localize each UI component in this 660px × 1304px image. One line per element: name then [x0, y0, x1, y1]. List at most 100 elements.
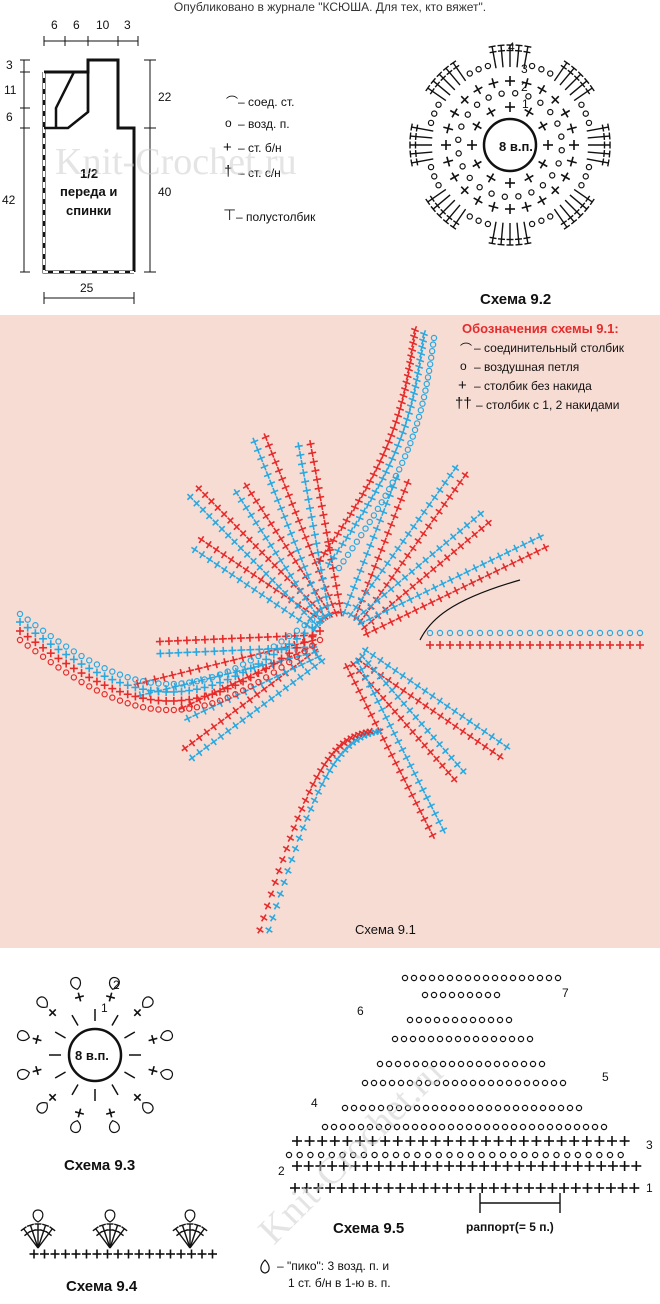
chain-stitch: [193, 704, 201, 711]
single-crochet: [505, 102, 515, 112]
double-crochet-top: [436, 71, 443, 78]
picot: [160, 1068, 174, 1080]
chain-stitch: [93, 661, 101, 668]
single-crochet: [457, 542, 465, 550]
single-crochet: [524, 107, 534, 117]
single-crochet: [428, 692, 437, 700]
single-crochet: [559, 1183, 570, 1193]
single-crochet: [458, 712, 466, 721]
chain-stitch: [376, 1060, 384, 1068]
chain-stitch: [262, 674, 270, 681]
single-crochet: [148, 1065, 158, 1076]
single-crochet: [388, 686, 396, 694]
single-crochet: [254, 669, 263, 678]
double-crochet: [101, 1224, 111, 1249]
single-crochet: [419, 602, 428, 611]
single-crochet: [473, 84, 483, 95]
double-crochet-top: [26, 1223, 34, 1227]
single-crochet: [169, 696, 178, 705]
legend-ch-symbol: o: [225, 116, 232, 130]
single-crochet: [317, 566, 326, 575]
single-crochet: [418, 785, 427, 794]
chain-stitch: [55, 664, 62, 671]
single-crochet: [133, 1008, 142, 1017]
chain-stitch: [209, 674, 216, 681]
double-crochet-bar: [446, 214, 453, 221]
single-crochet: [275, 689, 283, 697]
single-crochet: [415, 735, 423, 743]
chain-stitch: [466, 70, 473, 77]
center-label-9-2: 8 в.п.: [499, 139, 533, 154]
dim-top-4: 3: [124, 18, 131, 32]
single-crochet: [208, 497, 215, 505]
chain-stitch: [403, 1151, 410, 1159]
single-crochet: [449, 172, 460, 182]
single-crochet: [301, 1183, 312, 1193]
single-crochet: [366, 727, 374, 736]
chain-stitch: [422, 1104, 430, 1112]
single-crochet: [311, 648, 320, 657]
double-crochet-bar: [585, 87, 591, 95]
single-crochet: [191, 635, 200, 645]
chain-stitch: [582, 173, 589, 180]
legend-9-1-slst: – соединительный столбик: [474, 341, 625, 355]
single-crochet: [586, 641, 594, 649]
chain-stitch: [455, 136, 462, 144]
single-crochet: [290, 824, 298, 832]
single-crochet: [493, 1136, 504, 1146]
single-crochet: [350, 503, 359, 512]
single-crochet: [421, 741, 429, 749]
chain-stitch: [472, 1035, 480, 1043]
chain-stitch: [86, 683, 93, 690]
single-crochet: [444, 590, 452, 599]
single-crochet: [416, 577, 424, 585]
single-crochet: [401, 421, 410, 431]
single-crochet: [297, 554, 306, 563]
single-crochet: [277, 645, 286, 654]
single-crochet: [503, 548, 512, 557]
single-crochet: [581, 1136, 592, 1146]
chain-stitch: [425, 367, 433, 375]
single-crochet: [422, 556, 430, 564]
double-crochet-bar: [45, 1230, 52, 1237]
single-crochet: [451, 707, 459, 716]
single-crochet: [315, 1161, 326, 1171]
scheme-9-3-diagram: [16, 976, 174, 1134]
chain-stitch: [475, 217, 482, 224]
single-crochet: [631, 1161, 642, 1171]
single-crochet: [368, 581, 376, 589]
single-crochet: [543, 140, 553, 150]
single-crochet: [410, 769, 419, 778]
single-crochet: [408, 345, 417, 354]
chain-stitch: [616, 629, 624, 637]
chain-stitch: [255, 652, 262, 660]
single-crochet: [282, 684, 290, 692]
single-crochet: [401, 573, 409, 582]
single-crochet: [361, 646, 370, 655]
chain-stitch: [466, 1060, 474, 1068]
chain-stitch: [415, 1016, 423, 1024]
pattern-label-1: 1/2: [80, 166, 99, 181]
chain-stitch: [554, 974, 562, 982]
chain-stitch: [429, 1123, 437, 1131]
single-crochet: [500, 1183, 511, 1193]
single-crochet: [297, 660, 306, 669]
single-crochet: [265, 926, 273, 934]
single-crochet: [384, 661, 392, 670]
single-crochet: [418, 720, 426, 728]
single-crochet: [336, 1183, 347, 1193]
single-crochet: [258, 591, 266, 599]
chain-stitch: [482, 974, 490, 982]
half-double-crochet: [124, 1071, 136, 1079]
chain-stitch: [301, 648, 308, 655]
chain-stitch: [379, 1079, 387, 1087]
single-crochet: [371, 625, 379, 634]
chain-stitch: [47, 632, 54, 640]
single-crochet: [74, 992, 85, 1002]
single-crochet: [231, 681, 240, 690]
single-crochet: [333, 590, 342, 599]
single-crochet: [246, 645, 255, 654]
single-crochet: [416, 807, 425, 816]
chain-stitch: [574, 1151, 582, 1159]
single-crochet: [486, 641, 494, 649]
